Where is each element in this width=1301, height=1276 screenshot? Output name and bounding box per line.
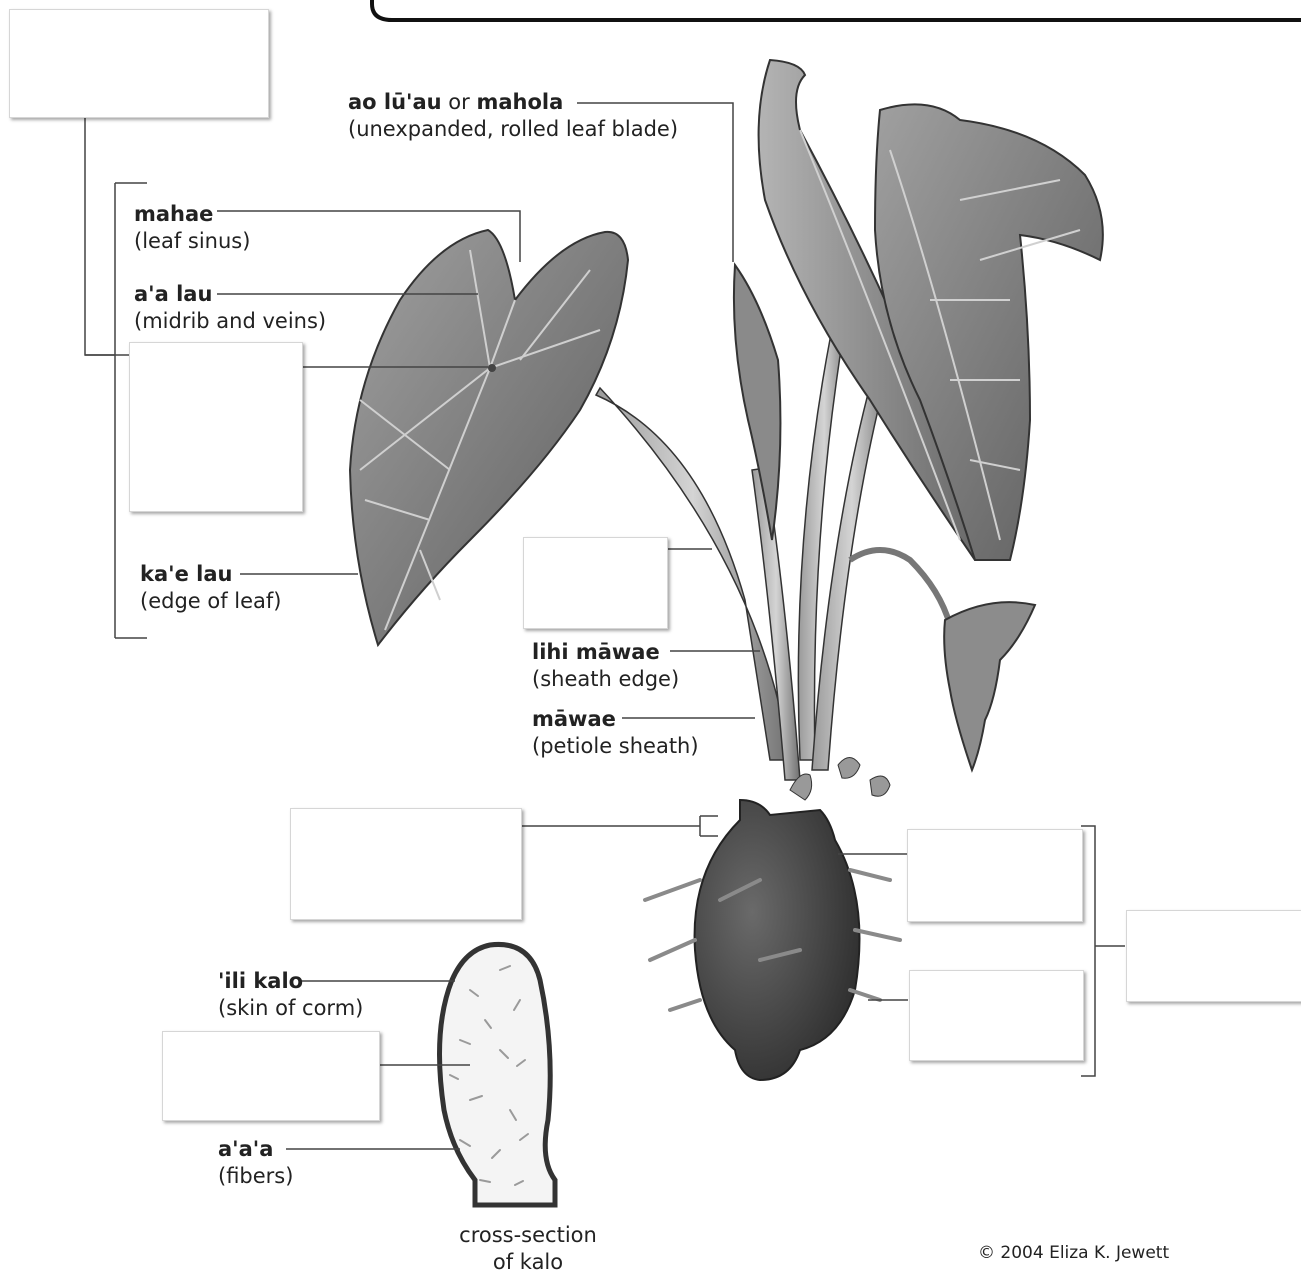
term-ao-luau: ao lū'au bbox=[348, 90, 442, 114]
corm bbox=[645, 758, 900, 1081]
blank-box-leaf-blade bbox=[129, 342, 303, 512]
caption-line-2: of kalo bbox=[418, 1249, 638, 1276]
copyright-notice: © 2004 Eliza K. Jewett bbox=[978, 1243, 1169, 1263]
frame-border bbox=[372, 0, 1301, 20]
term-mawae: māwae bbox=[532, 707, 616, 731]
term-aaa: a'a'a bbox=[218, 1137, 273, 1161]
blank-box-right-group bbox=[1126, 910, 1301, 1002]
desc-aa-lau: (midrib and veins) bbox=[134, 308, 326, 335]
desc-mawae: (petiole sheath) bbox=[532, 733, 699, 760]
blank-box-keiki bbox=[907, 829, 1083, 922]
term-mahae: mahae bbox=[134, 202, 213, 226]
label-aaa: a'a'a (fibers) bbox=[218, 1136, 293, 1190]
desc-ao-luau: (unexpanded, rolled leaf blade) bbox=[348, 116, 678, 143]
label-ao-luau: ao lū'au or mahola (unexpanded, rolled l… bbox=[348, 89, 678, 143]
caption-line-1: cross-section bbox=[418, 1222, 638, 1249]
cross-section bbox=[440, 944, 556, 1205]
desc-mahae: (leaf sinus) bbox=[134, 228, 250, 255]
term-kae-lau: ka'e lau bbox=[140, 562, 232, 586]
blank-box-petiole bbox=[523, 537, 668, 629]
desc-kae-lau: (edge of leaf) bbox=[140, 588, 282, 615]
term-aa-lau: a'a lau bbox=[134, 282, 212, 306]
blank-box-cross-section bbox=[162, 1031, 380, 1121]
wilted-leaf bbox=[850, 550, 1035, 770]
label-kae-lau: ka'e lau (edge of leaf) bbox=[140, 561, 282, 615]
label-aa-lau: a'a lau (midrib and veins) bbox=[134, 281, 326, 335]
label-mahae: mahae (leaf sinus) bbox=[134, 201, 250, 255]
desc-lihi-mawae: (sheath edge) bbox=[532, 666, 679, 693]
joiner-or: or bbox=[442, 90, 477, 114]
cross-section-caption: cross-section of kalo bbox=[418, 1222, 638, 1276]
desc-ili-kalo: (skin of corm) bbox=[218, 995, 363, 1022]
term-mahola: mahola bbox=[476, 90, 563, 114]
blank-box-top-left bbox=[9, 9, 269, 118]
label-ili-kalo: 'ili kalo (skin of corm) bbox=[218, 968, 363, 1022]
blank-box-roots bbox=[909, 970, 1084, 1061]
blank-box-corm-top bbox=[290, 808, 522, 920]
term-lihi-mawae: lihi māwae bbox=[532, 640, 660, 664]
label-lihi-mawae: lihi māwae (sheath edge) bbox=[532, 639, 679, 693]
label-mawae: māwae (petiole sheath) bbox=[532, 706, 699, 760]
term-ili-kalo: 'ili kalo bbox=[218, 969, 303, 993]
desc-aaa: (fibers) bbox=[218, 1163, 293, 1190]
